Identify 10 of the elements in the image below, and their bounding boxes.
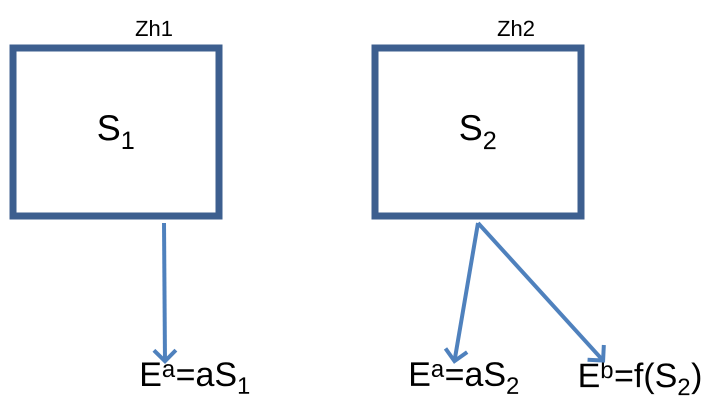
arrow bbox=[444, 222, 480, 364]
node-label: Zh1 bbox=[136, 20, 172, 36]
node-label: Zh2 bbox=[498, 20, 534, 36]
process-box: S$_{2}$ Zh2 bbox=[372, 20, 584, 220]
formula-text: E$^{a}$=aS$_{2}$ bbox=[411, 362, 518, 394]
arrow bbox=[476, 222, 606, 363]
process-box: S$_{1}$ Zh1 bbox=[10, 20, 222, 220]
arrow bbox=[152, 222, 178, 364]
formula-text: E$^{b}$=f(S$_{2}$) bbox=[580, 360, 700, 396]
formula-text: E$^{a}$=aS$_{1}$ bbox=[142, 362, 250, 394]
